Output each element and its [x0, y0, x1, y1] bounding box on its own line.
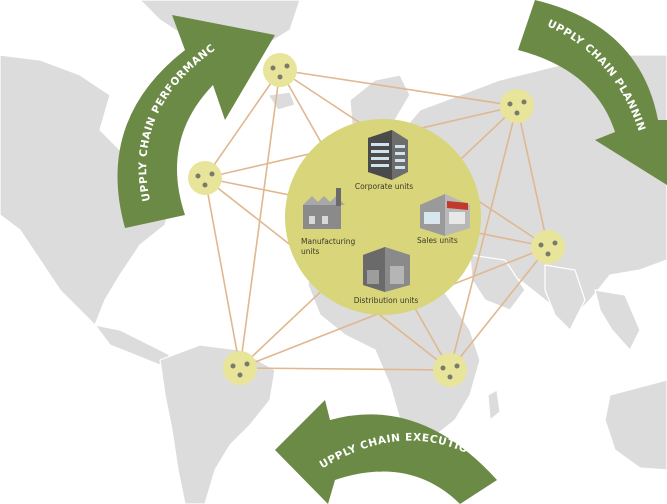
node-africa — [433, 353, 467, 387]
node-russia — [500, 89, 534, 123]
distribution-units-label: Distribution units — [354, 296, 419, 305]
india-shape — [544, 264, 586, 332]
corporate-units-label: Corporate units — [355, 182, 413, 191]
node-north-atlantic — [263, 53, 297, 87]
execution-arrow — [275, 400, 497, 504]
manufacturing-units-label-line2: units — [301, 247, 320, 256]
link — [239, 69, 281, 369]
performance-arrow — [117, 15, 275, 228]
australia-shape — [604, 379, 667, 471]
arabia-shape — [469, 254, 526, 311]
network-nodes — [188, 53, 565, 387]
link — [516, 105, 549, 248]
shop-icon — [420, 194, 470, 236]
north-america-shape — [0, 54, 176, 327]
sales-units-label: Sales units — [417, 236, 458, 245]
planning-arrow — [518, 0, 667, 185]
link — [204, 177, 241, 369]
node-asia — [531, 230, 565, 264]
link — [449, 105, 518, 371]
southeast-asia-shape — [594, 289, 641, 352]
link — [449, 246, 549, 371]
factory-icon — [303, 188, 345, 229]
madagascar-shape — [487, 389, 501, 422]
node-south-america — [223, 351, 257, 385]
link — [204, 69, 281, 179]
warehouse-icon — [363, 247, 410, 292]
node-north-america — [188, 161, 222, 195]
iceland-shape — [266, 91, 296, 111]
manufacturing-units-label-line1: Manufacturing — [301, 237, 356, 246]
central-america-shape — [93, 324, 172, 366]
link — [239, 367, 451, 371]
office-building-icon — [368, 130, 408, 180]
central-hub — [285, 119, 481, 315]
link — [279, 69, 518, 107]
